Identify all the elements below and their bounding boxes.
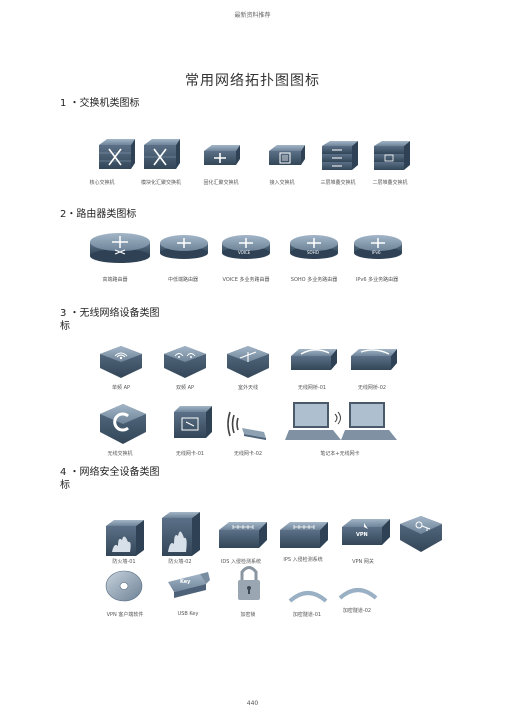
- firewall-01-icon: [106, 520, 144, 556]
- firewall-01-label: 防火墙-01: [112, 559, 136, 565]
- single-band-ap-icon: [100, 346, 142, 378]
- section-heading-wireless: 3 ・无线网络设备类图 标: [60, 307, 160, 333]
- wireless-nic-01-label: 无线网卡-01: [175, 451, 205, 457]
- l2-stack-switch-icon: [374, 141, 410, 170]
- soho-router-icon: [290, 235, 338, 259]
- usb-key-label: USB Key: [177, 611, 199, 617]
- core-switch-icon: [99, 139, 135, 169]
- wireless-switch-label: 无线交换机: [107, 451, 133, 457]
- modular-aggregation-switch-label: 模块化汇聚交换机: [140, 180, 181, 186]
- vpn-gateway-icon-text: VPN: [356, 532, 368, 538]
- voice-router-icon-text: VOICE: [238, 250, 251, 255]
- outdoor-antenna-icon: [227, 346, 269, 378]
- mid-low-router-label: 中低端路由器: [167, 277, 198, 283]
- encryption-tunnel-02-icon: [338, 588, 378, 600]
- access-switch-icon: [269, 145, 305, 165]
- wireless-nic-02-icon: [227, 411, 266, 440]
- voice-router-label: VOICE 多业务路由器: [222, 277, 270, 283]
- dual-band-ap-icon: [164, 346, 206, 378]
- l3-stack-switch-icon: [322, 141, 358, 170]
- wireless-nic-02-label: 无线网卡-02: [233, 451, 263, 457]
- high-end-router-label: 高端路由器: [102, 277, 128, 283]
- mid-low-router-icon: [160, 235, 208, 259]
- l3-stack-switch-label: 三层堆叠交换机: [320, 180, 356, 186]
- section-heading-security: 4 ・网络安全设备类图 标: [60, 466, 160, 492]
- access-switch-label: 接入交换机: [269, 180, 295, 186]
- padlock-icon: [238, 566, 260, 600]
- modular-aggregation-switch-icon: [144, 139, 180, 169]
- vpn-gateway-label: VPN 网关: [352, 559, 374, 565]
- section-heading-security-line2: 标: [60, 480, 70, 491]
- ipv6-router-icon: [354, 235, 402, 259]
- vpn-device-icon: [400, 516, 442, 552]
- wireless-bridge-02-icon: [351, 349, 397, 370]
- wireless-bridge-02-label: 无线网桥-02: [357, 385, 387, 391]
- section-heading-routers: 2・路由器类图标: [60, 209, 137, 220]
- outdoor-antenna-label: 室外天线: [237, 385, 258, 391]
- page-number: 440: [246, 700, 259, 707]
- wireless-bridge-01-label: 无线网桥-01: [297, 385, 327, 391]
- usb-key-icon-text: Key: [180, 579, 191, 585]
- single-band-ap-label: 单频 AP: [111, 385, 131, 391]
- page-title: 常用网络拓扑图图标: [185, 73, 320, 89]
- fixed-aggregation-switch-label: 固化汇聚交换机: [203, 180, 239, 186]
- fixed-aggregation-switch-icon: [204, 145, 240, 165]
- section-heading-wireless-line2: 标: [60, 321, 70, 332]
- vpn-gateway-icon: [342, 519, 390, 545]
- core-switch-label: 核心交换机: [89, 180, 115, 186]
- page-header: 最新资料推荐: [234, 12, 271, 19]
- ipv6-router-icon-text: IPv6: [372, 250, 381, 255]
- section-heading-security-line1: 4 ・网络安全设备类图: [60, 467, 160, 478]
- voice-router-icon: [222, 235, 270, 259]
- vpn-client-cd-icon: [105, 570, 143, 602]
- wireless-switch-icon: [100, 404, 146, 444]
- wireless-bridge-01-icon: [291, 349, 337, 370]
- soho-router-icon-text: SOHO: [307, 250, 319, 255]
- firewall-02-label: 防火墙-02: [168, 559, 192, 565]
- firewall-02-icon: [162, 512, 200, 556]
- usb-key-icon: [168, 572, 210, 598]
- soho-router-label: SOHO 多业务路由器: [290, 277, 338, 283]
- encryption-tunnel-01-icon: [288, 591, 328, 603]
- wireless-nic-01-icon: [174, 406, 212, 438]
- ids-icon: [219, 522, 267, 548]
- ips-label: IPS 入侵检测系统: [283, 557, 323, 563]
- laptop-wireless-nic-label: 笔记本+无线网卡: [320, 451, 360, 457]
- ipv6-router-label: IPv6 多业务路由器: [355, 277, 399, 283]
- high-end-router-icon: [90, 233, 150, 263]
- vpn-client-software-label: VPN 客户端软件: [106, 612, 144, 618]
- dual-band-ap-label: 双频 AP: [175, 385, 195, 391]
- ips-icon: [280, 522, 328, 548]
- padlock-label: 加密锁: [240, 612, 256, 618]
- section-heading-wireless-line1: 3 ・无线网络设备类图: [60, 308, 160, 319]
- l2-stack-switch-label: 二层堆叠交换机: [372, 180, 408, 186]
- ids-label: IDS 入侵检测系统: [220, 559, 262, 565]
- encryption-tunnel-02-label: 加密隧道-02: [342, 608, 372, 614]
- encryption-tunnel-01-label: 加密隧道-01: [292, 612, 322, 618]
- laptop-wireless-nic-icon: [285, 402, 397, 440]
- section-heading-switches: 1 ・交换机类图标: [60, 98, 140, 109]
